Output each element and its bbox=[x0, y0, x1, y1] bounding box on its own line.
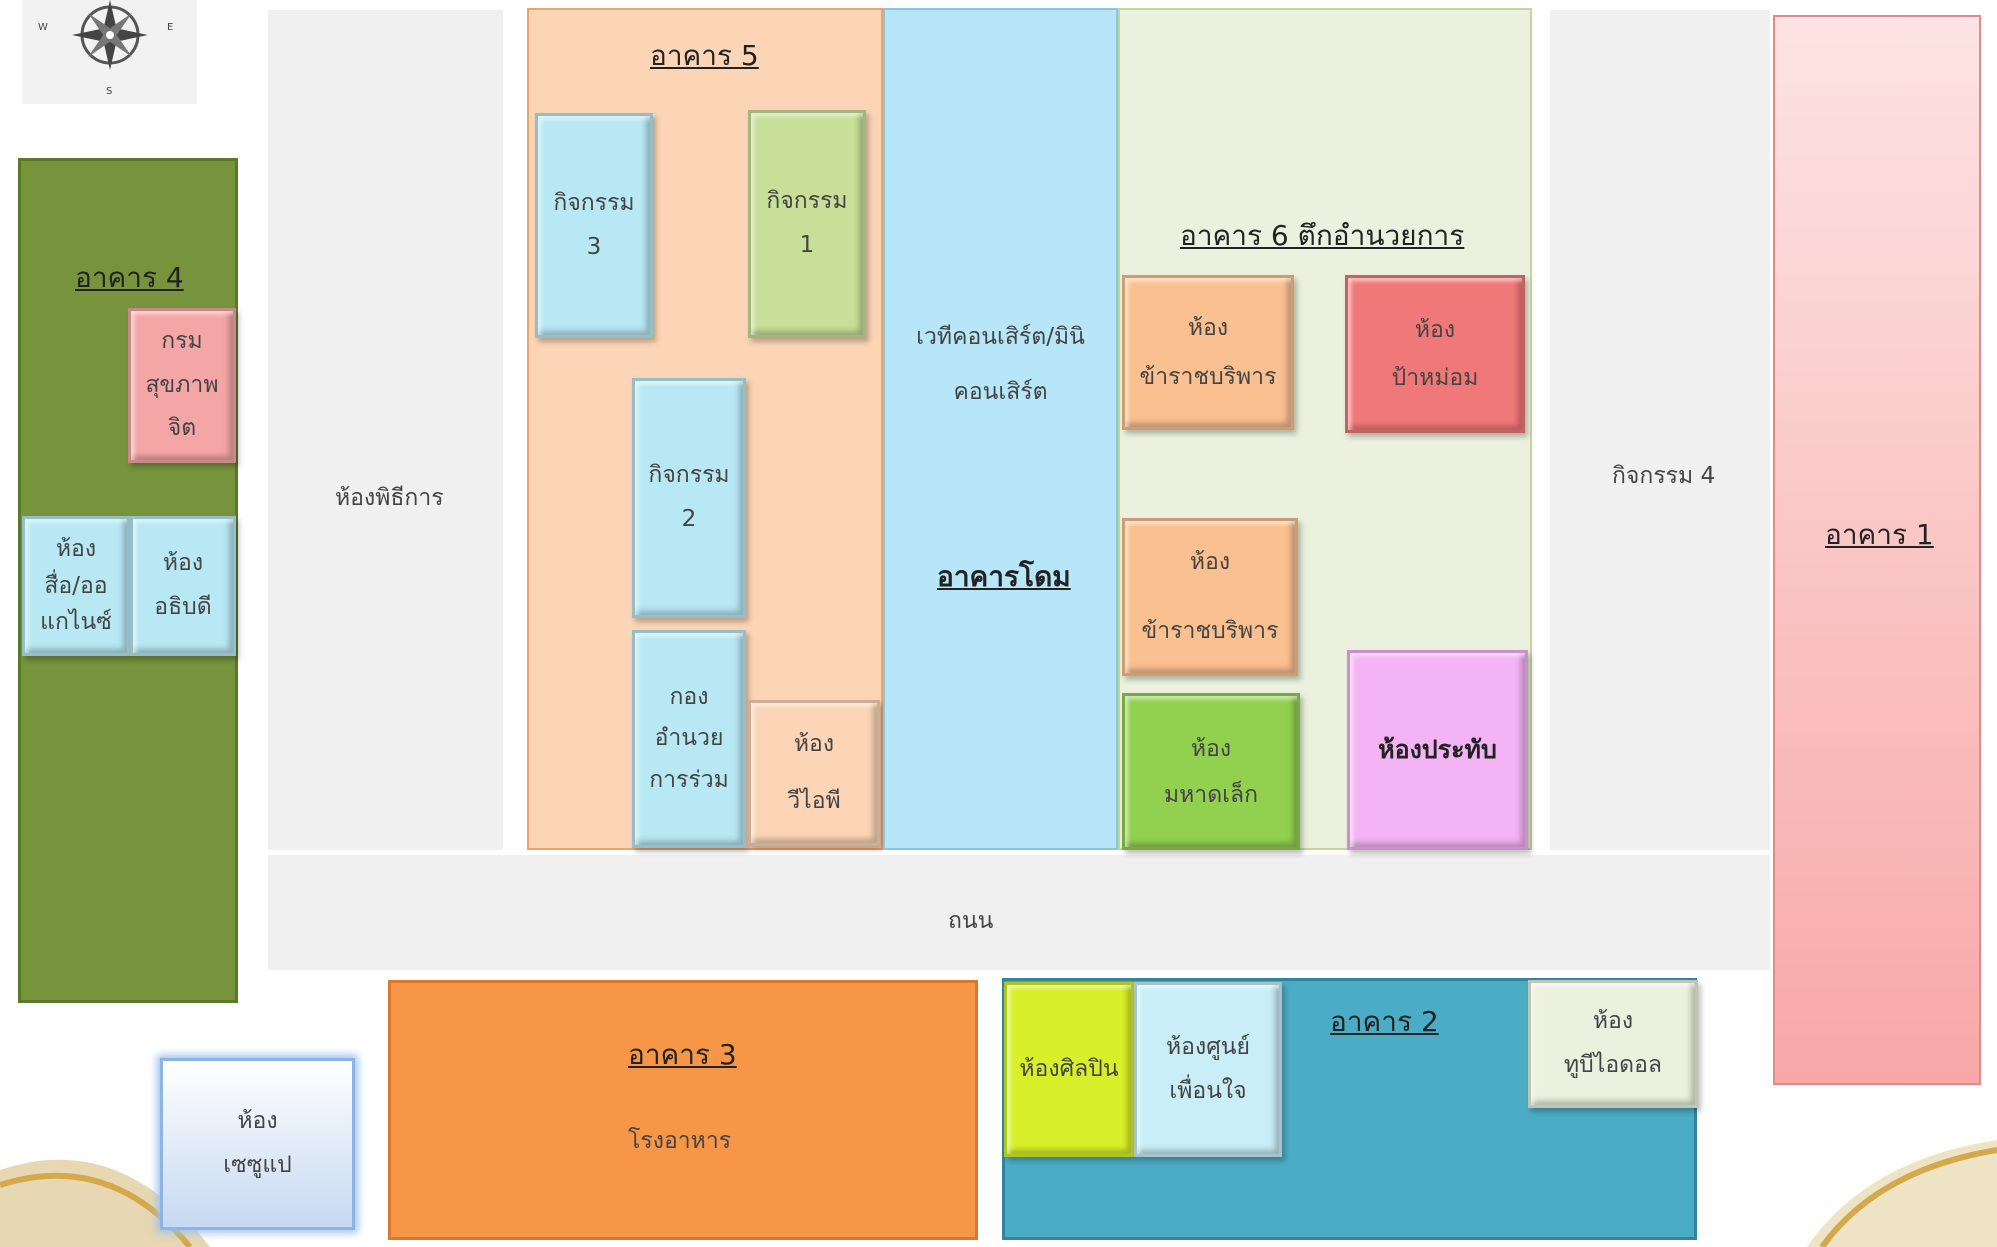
compass-south-label: S bbox=[106, 86, 113, 97]
dome-title: อาคารโดม bbox=[937, 560, 1071, 593]
room-friend-center: ห้องศูนย์เพื่อนใจ bbox=[1134, 982, 1282, 1157]
compass-east-label: E bbox=[167, 22, 174, 33]
gold-swoosh-right bbox=[1807, 1140, 1997, 1247]
room-vip: ห้องวีไอพี bbox=[748, 700, 880, 846]
room-mental-health-dept: กรมสุขภาพจิต bbox=[128, 308, 236, 463]
road bbox=[268, 855, 1770, 970]
activity4-label: กิจกรรม 4 bbox=[1612, 463, 1716, 489]
dome-building bbox=[883, 8, 1118, 850]
room-artists: ห้องศิลปิน bbox=[1004, 982, 1134, 1157]
room-nurse: ห้องป้าหม่อม bbox=[1345, 275, 1525, 433]
room-joint-command: กองอำนวยการร่วม bbox=[632, 630, 746, 848]
room-sepa: ห้องเซซูแป bbox=[160, 1058, 355, 1230]
room-to-be-idol: ห้องทูบีไอดอล bbox=[1528, 980, 1698, 1108]
canteen-label: โรงอาหาร bbox=[628, 1128, 732, 1154]
ceremony-room-label: ห้องพิธีการ bbox=[335, 485, 444, 511]
road-label: ถนน bbox=[948, 908, 994, 934]
compass-west-label: W bbox=[38, 22, 48, 33]
compass-rose: W E S bbox=[22, 0, 197, 104]
room-pages: ห้องมหาดเล็ก bbox=[1122, 693, 1300, 850]
building-1-title: อาคาร 1 bbox=[1825, 518, 1934, 551]
building-3-title: อาคาร 3 bbox=[628, 1038, 737, 1071]
building-5-title: อาคาร 5 bbox=[650, 39, 759, 72]
room-royal-residence: ห้องประทับ bbox=[1347, 650, 1528, 850]
compass-icon bbox=[72, 0, 148, 70]
activity4-area bbox=[1550, 10, 1770, 850]
building-2-title: อาคาร 2 bbox=[1330, 1005, 1439, 1038]
building-6-title: อาคาร 6 ตึกอำนวยการ bbox=[1180, 219, 1465, 252]
building-4-title: อาคาร 4 bbox=[75, 261, 184, 294]
room-civil-servants-2: ห้องข้าราชบริพาร bbox=[1122, 518, 1298, 676]
room-civil-servants-1: ห้องข้าราชบริพาร bbox=[1122, 275, 1294, 430]
building-3 bbox=[388, 980, 978, 1240]
room-media-organizer: ห้องสื่อ/ออแกไนซ์ bbox=[22, 516, 130, 656]
ceremony-area bbox=[268, 10, 503, 850]
concert-stage-label: เวทีคอนเสิร์ต/มินิคอนเสิร์ต bbox=[916, 324, 1085, 406]
building-1 bbox=[1773, 15, 1981, 1085]
room-director-general: ห้องอธิบดี bbox=[130, 516, 236, 656]
